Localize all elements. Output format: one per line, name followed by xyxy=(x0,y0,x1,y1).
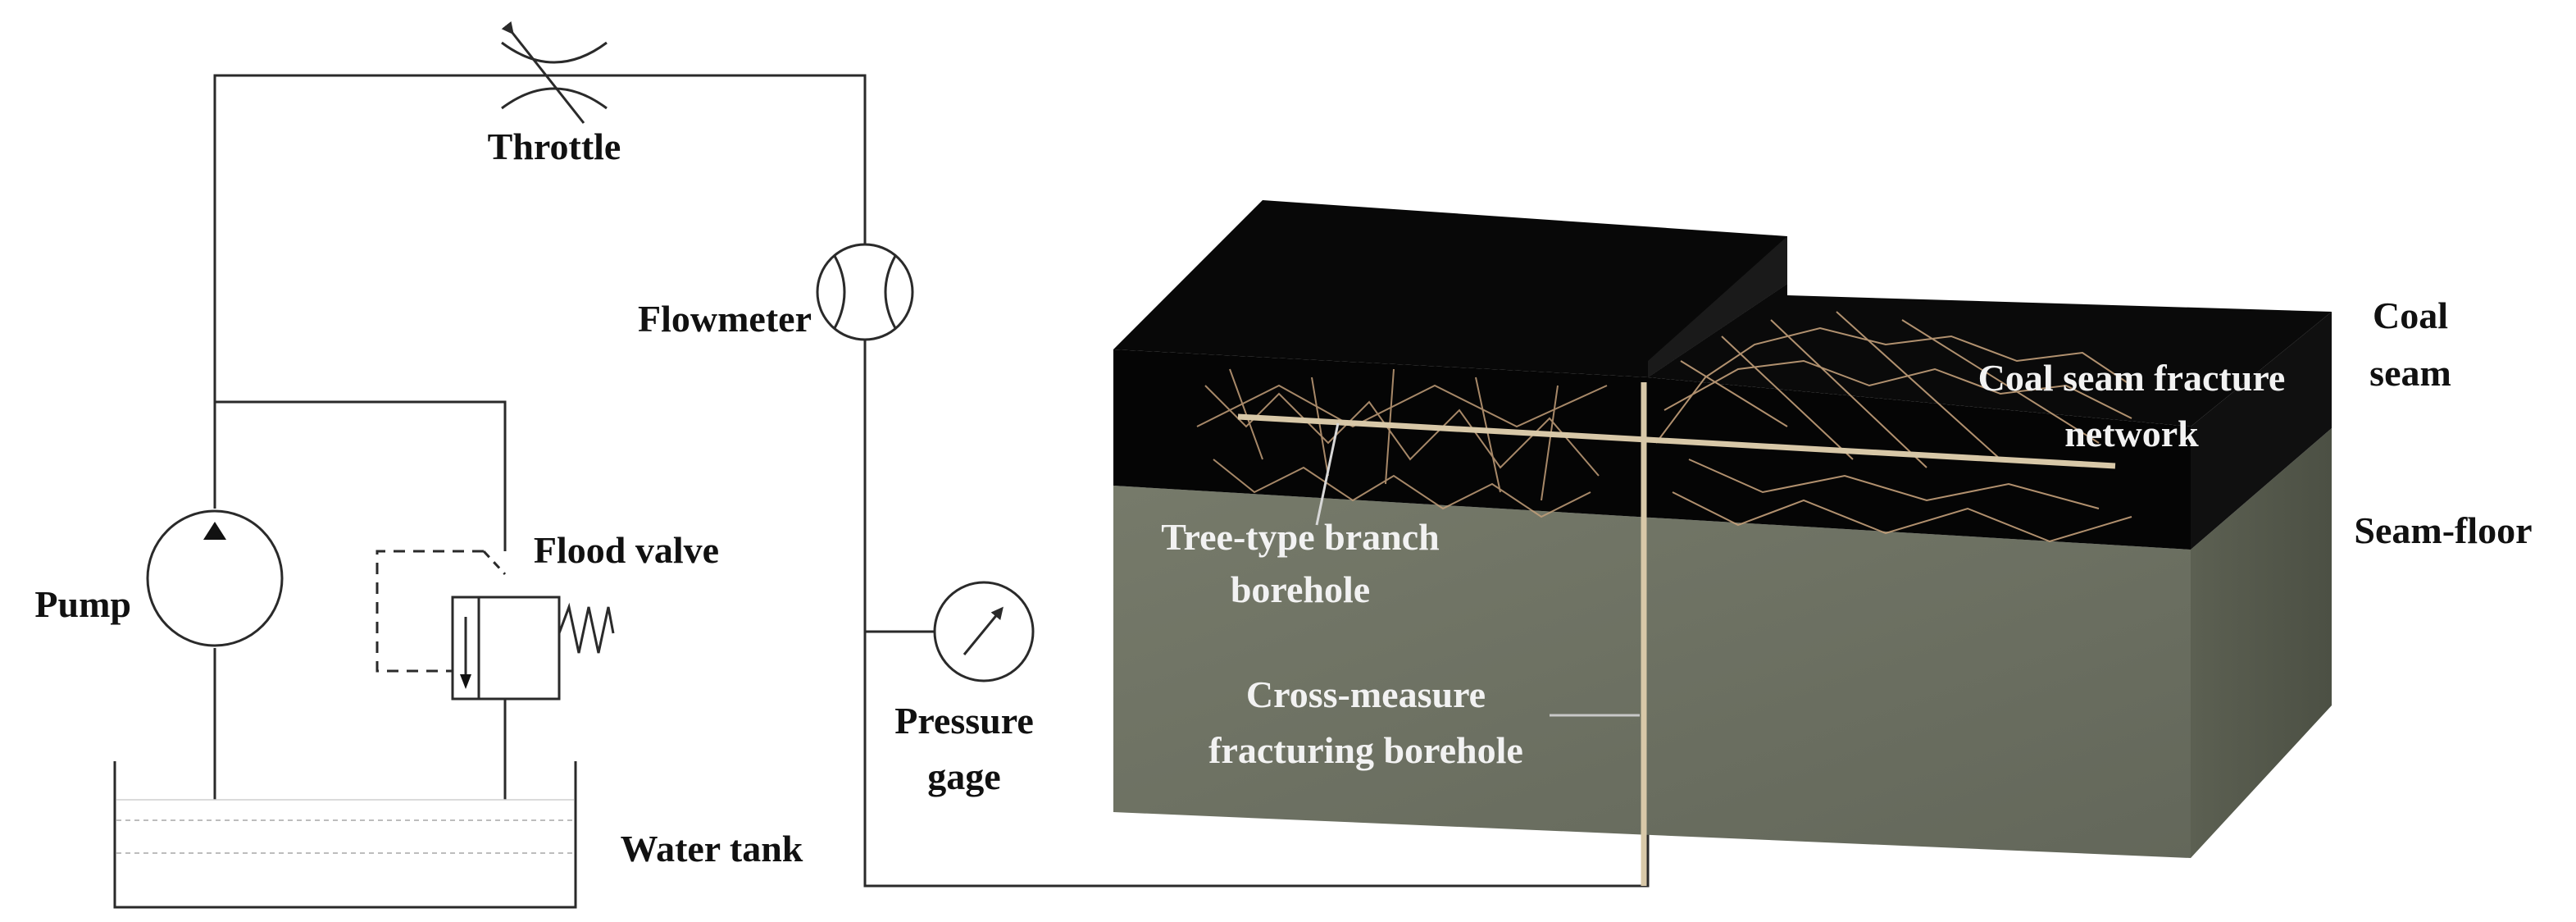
fracture-network-right xyxy=(1655,311,2132,543)
branch-borehole-label-line2: borehole xyxy=(1231,568,1370,610)
pipe-pump-branch xyxy=(215,400,507,551)
fracturing-borehole-label-line1: Cross-measure xyxy=(1246,673,1486,715)
fracture-network-label-line1: Coal seam fracture xyxy=(1978,357,2286,399)
tree-type-branch-borehole xyxy=(1237,413,2116,469)
flood-valve-symbol xyxy=(375,550,615,701)
pipe-top-loop xyxy=(213,74,867,402)
coal-seam-side xyxy=(2191,312,2332,550)
coal-seam-top-right xyxy=(1648,284,2332,427)
fracturing-borehole-label-line2: fracturing borehole xyxy=(1208,729,1523,771)
coal-seam-label-line2: seam xyxy=(2369,352,2451,394)
fracture-network-label-line2: network xyxy=(2064,413,2199,454)
flood-valve-label: Flood valve xyxy=(534,529,719,571)
geological-block xyxy=(1113,200,2332,886)
seam-floor-side xyxy=(2191,428,2332,858)
pump-symbol xyxy=(146,509,284,647)
flowmeter-symbol xyxy=(816,243,914,341)
pressure-gage-label-line2: gage xyxy=(927,755,1000,797)
throttle-label: Throttle xyxy=(488,126,621,167)
hydraulic-circuit xyxy=(113,21,1650,909)
fracture-network-left xyxy=(1196,368,1608,518)
coal-seam-top-left xyxy=(1113,200,1787,377)
seam-floor-label: Seam-floor xyxy=(2354,509,2532,551)
branch-borehole-label-line1: Tree-type branch xyxy=(1161,516,1439,558)
pump-label: Pump xyxy=(34,583,131,625)
pressure-gage-label-line1: Pressure xyxy=(894,700,1034,742)
water-tank-symbol xyxy=(113,761,577,909)
water-tank-label: Water tank xyxy=(621,828,803,870)
throttle-symbol xyxy=(501,21,608,124)
branch-borehole-leader xyxy=(1315,422,1340,526)
seam-floor-front xyxy=(1113,486,2191,858)
coal-seam-step xyxy=(1648,236,1787,377)
pressure-gage-symbol xyxy=(933,581,1035,682)
coal-seam-label-line1: Coal xyxy=(2373,294,2448,336)
flowmeter-label: Flowmeter xyxy=(638,298,812,340)
